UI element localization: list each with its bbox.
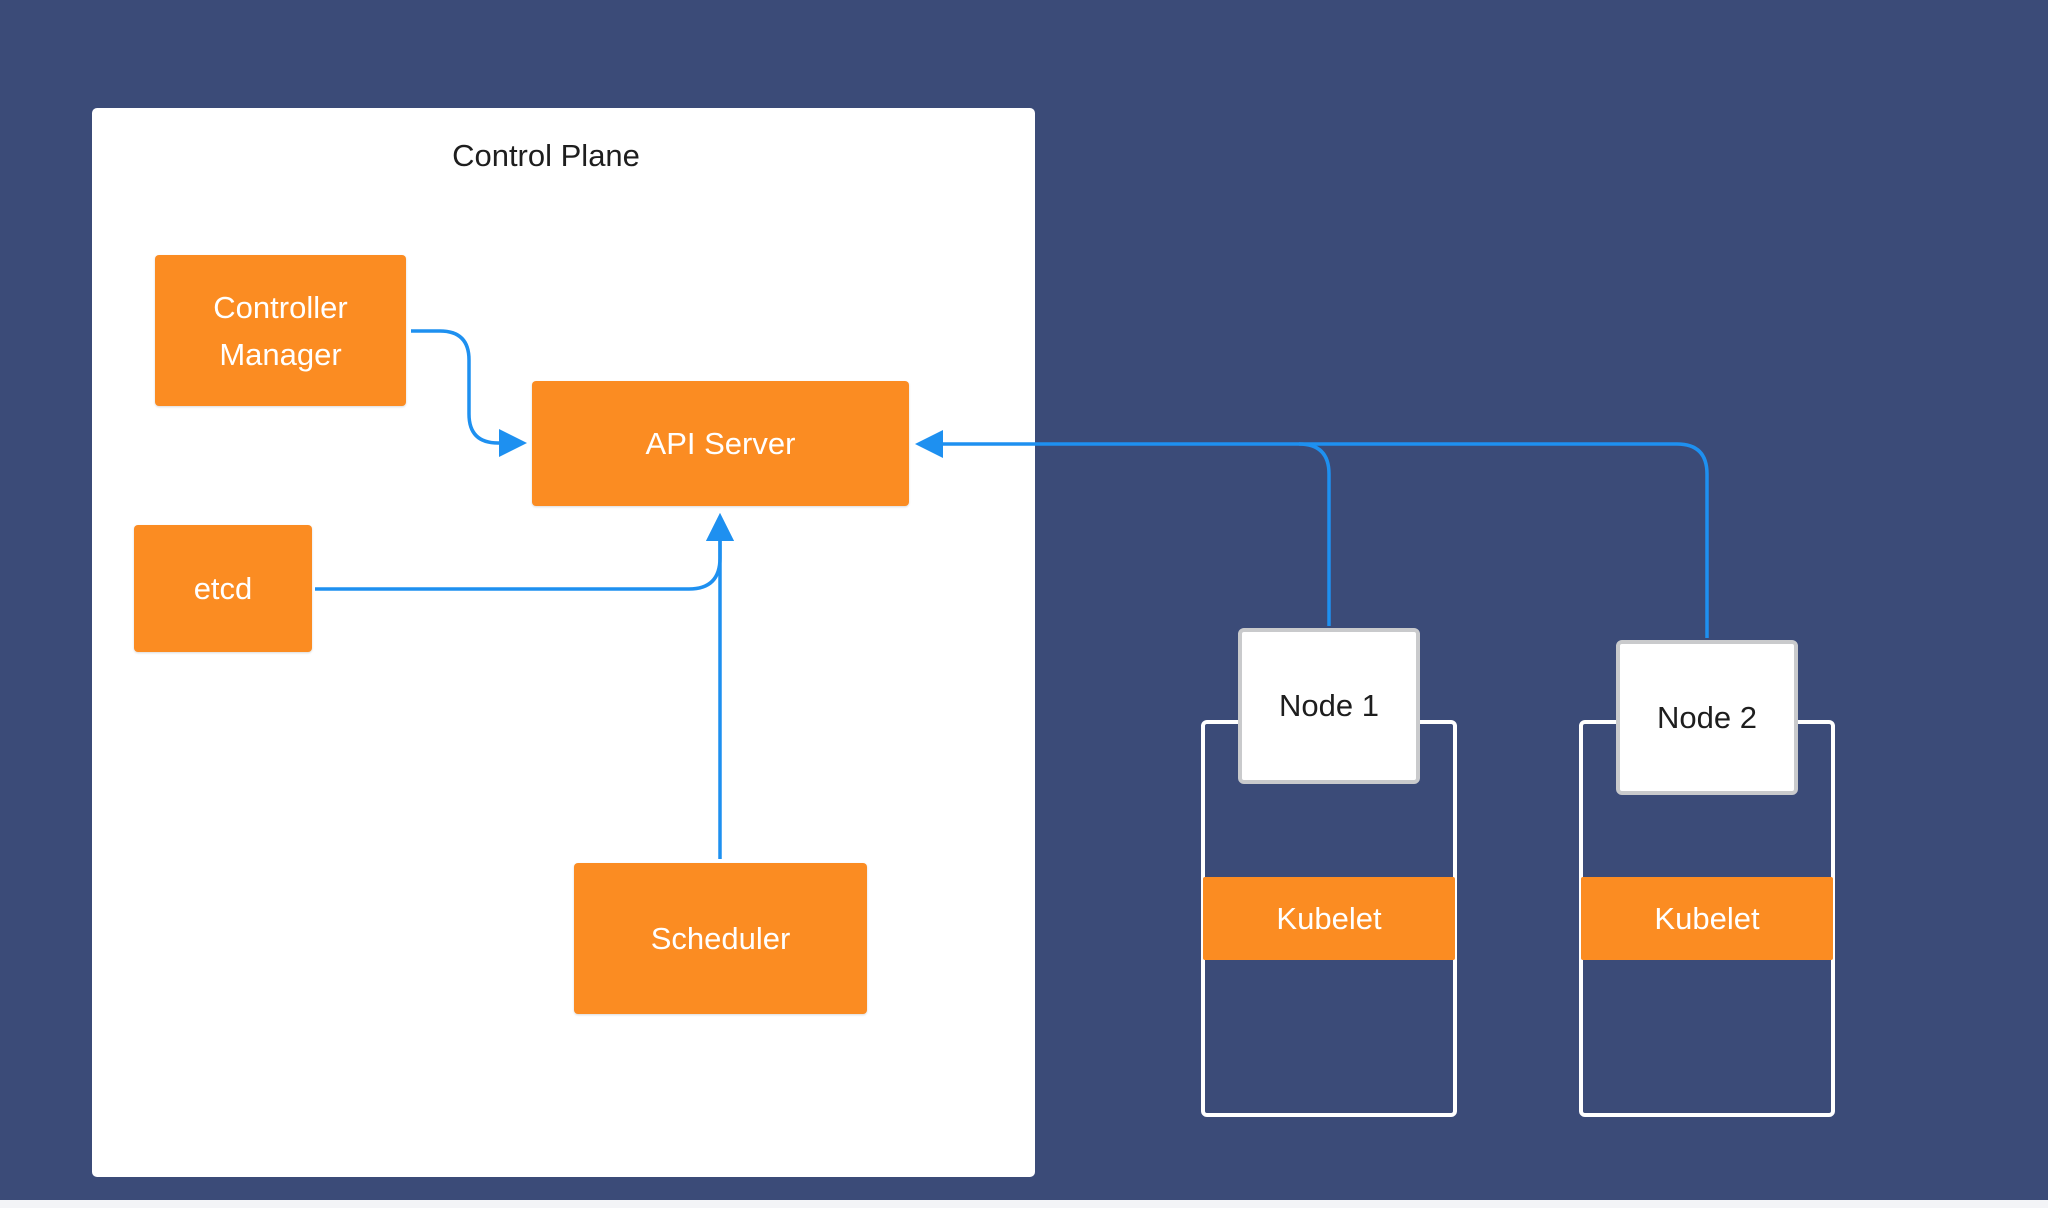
bottom-strip xyxy=(0,1200,2048,1208)
controller-manager-box: Controller Manager xyxy=(155,255,406,406)
node-1-header: Node 1 xyxy=(1238,628,1420,784)
control-plane-title: Control Plane xyxy=(452,138,640,173)
scheduler-box: Scheduler xyxy=(574,863,867,1014)
etcd-box: etcd xyxy=(134,525,312,652)
node-2-kubelet: Kubelet xyxy=(1581,877,1833,960)
node-2-to-api-server-connector xyxy=(1299,442,1709,638)
node-2-header: Node 2 xyxy=(1616,640,1798,795)
node-1-kubelet: Kubelet xyxy=(1203,877,1455,960)
api-server-box: API Server xyxy=(532,381,909,506)
